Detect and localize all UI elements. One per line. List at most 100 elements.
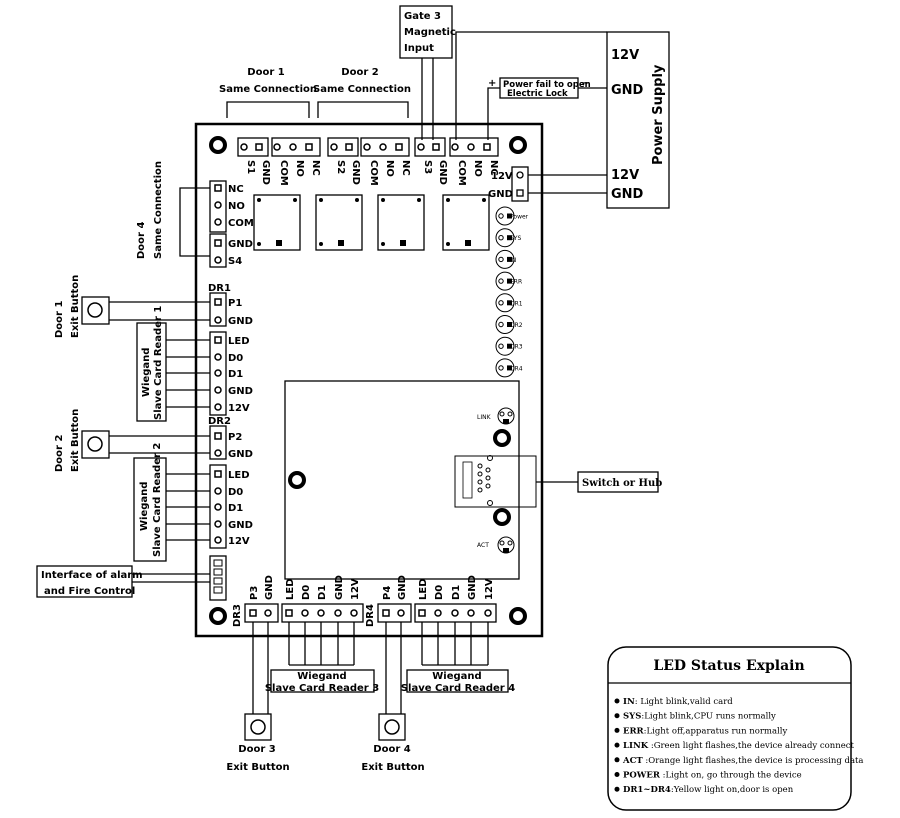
door4-terminal-label: S4	[228, 256, 242, 267]
door1-exit-line1: Door 1	[54, 301, 65, 338]
board-12v-label: 12V	[491, 171, 513, 182]
bottom-pin	[434, 609, 442, 617]
status-led-label: IN	[510, 257, 516, 264]
door2-exit-line2: Exit Button	[70, 409, 81, 472]
bottom-pin	[301, 609, 309, 617]
top-terminal-label: NC	[400, 160, 411, 176]
network-module	[284, 380, 520, 580]
power-supply-box	[606, 31, 670, 209]
bullet-icon	[614, 742, 620, 748]
ps-12v-bottom: 12V	[611, 168, 639, 183]
gate3-line3: Input	[404, 43, 434, 54]
switch-or-hub-label: Switch or Hub	[582, 478, 662, 489]
act-label: ACT	[477, 542, 489, 549]
top-pin	[305, 143, 313, 151]
status-led-label: Power	[510, 214, 529, 221]
wiegand3-line2: Slave Card Reader 3	[265, 683, 379, 694]
top-terminal-label: GND	[437, 160, 448, 185]
top-terminal-pins	[240, 143, 491, 151]
mounting-holes	[209, 136, 527, 625]
reader2-pin	[214, 503, 222, 511]
ps-12v-top: 12V	[611, 48, 639, 63]
gate3-box	[399, 5, 453, 59]
door1-same-line2: Same Connection	[219, 84, 317, 95]
led-status-key: DR1~DR4	[623, 785, 671, 795]
reader2-terminal-label: 12V	[228, 536, 250, 547]
bullet-icon	[614, 727, 620, 733]
led-status-desc: :Orange light flashes,the device is proc…	[643, 756, 864, 766]
door2-same-line2: Same Connection	[313, 84, 411, 95]
status-led: DR1	[495, 293, 523, 313]
led-status-key: IN	[623, 697, 635, 707]
status-led: Power	[495, 206, 529, 226]
wiegand4-box	[406, 669, 509, 693]
bullet-icon	[614, 698, 620, 704]
led-status-item: ACT :Orange light flashes,the device is …	[614, 756, 864, 766]
electric-lock-box	[499, 77, 579, 99]
led-status-key: ACT	[622, 756, 643, 766]
door3-exit-line2: Exit Button	[226, 762, 289, 773]
door4-pin	[214, 239, 222, 247]
status-led-label: DR4	[510, 365, 523, 372]
led-status-item: DR1~DR4:Yellow light on,door is open	[614, 785, 794, 795]
wiegand3-box	[270, 669, 375, 693]
reader1-terminal-label: GND	[228, 386, 253, 397]
door1-exit-line2: Exit Button	[70, 275, 81, 338]
reader3-wires	[288, 622, 355, 666]
led-status-text: SYS:Light blink,CPU runs normally	[623, 712, 776, 722]
gate3-line2: Magnetic	[404, 27, 456, 38]
top-pin	[417, 143, 425, 151]
wiegand4-line2: Slave Card Reader 4	[401, 683, 515, 694]
power-supply-label: Power Supply	[651, 64, 666, 165]
reader1-pin	[214, 336, 222, 344]
dr2-terminal-label: P2	[228, 432, 242, 443]
alarm-line1: Interface of alarm	[41, 570, 143, 581]
door4-exit-line1: Door 4	[373, 744, 410, 755]
bottom-terminal-label: D0	[301, 585, 312, 600]
bottom-pin	[451, 609, 459, 617]
bottom-pin	[418, 609, 426, 617]
bottom-terminal-label: 12V	[484, 578, 495, 600]
door4-same-line2: Same Connection	[153, 161, 164, 259]
reader2-pin	[214, 470, 222, 478]
led-status-title: LED Status Explain	[653, 658, 804, 674]
status-led-label: ERR	[510, 279, 522, 286]
top-terminal-label: S2	[335, 160, 346, 174]
bottom-pin	[264, 609, 272, 617]
top-terminal-label: COM	[456, 160, 467, 186]
reader2-pin	[214, 536, 222, 544]
door4-terminal-label: GND	[228, 239, 253, 250]
door3-exit-button	[244, 713, 272, 741]
reader1-pin	[214, 403, 222, 411]
wiegand2-line1: Wiegand	[139, 482, 150, 531]
door4-pin	[214, 218, 222, 226]
dr3-label: DR3	[232, 604, 243, 627]
bottom-terminal-label: GND	[397, 575, 408, 600]
top-pin	[451, 143, 459, 151]
switch-or-hub-box	[577, 471, 659, 493]
top-pin	[395, 143, 403, 151]
reader2-terminal-label: D0	[228, 487, 243, 498]
reader1-terminal-label: 12V	[228, 403, 250, 414]
top-terminal-label: NC	[310, 160, 321, 176]
bottom-pin	[350, 609, 358, 617]
bottom-terminal-label: 12V	[350, 578, 361, 600]
reader2-wires	[166, 473, 210, 541]
dr2-label: DR2	[208, 416, 231, 427]
electric-lock-line1: Power fail to open	[503, 80, 591, 90]
door1-same-line1: Door 1	[247, 67, 284, 78]
dr1-terminal-label: GND	[228, 316, 253, 327]
top-pin	[363, 143, 371, 151]
bottom-pin	[334, 609, 342, 617]
door4-same-line1: Door 4	[136, 222, 147, 259]
led-status-key: ERR	[623, 726, 645, 736]
led-status-desc: :Yellow light on,door is open	[671, 785, 794, 795]
door4-pin	[214, 256, 222, 264]
top-terminal-label: NO	[294, 160, 305, 177]
reader2-terminal-label: LED	[228, 470, 250, 481]
act-led: ACT	[477, 536, 515, 554]
top-pin	[432, 143, 440, 151]
wiegand1-line1: Wiegand	[141, 348, 152, 397]
